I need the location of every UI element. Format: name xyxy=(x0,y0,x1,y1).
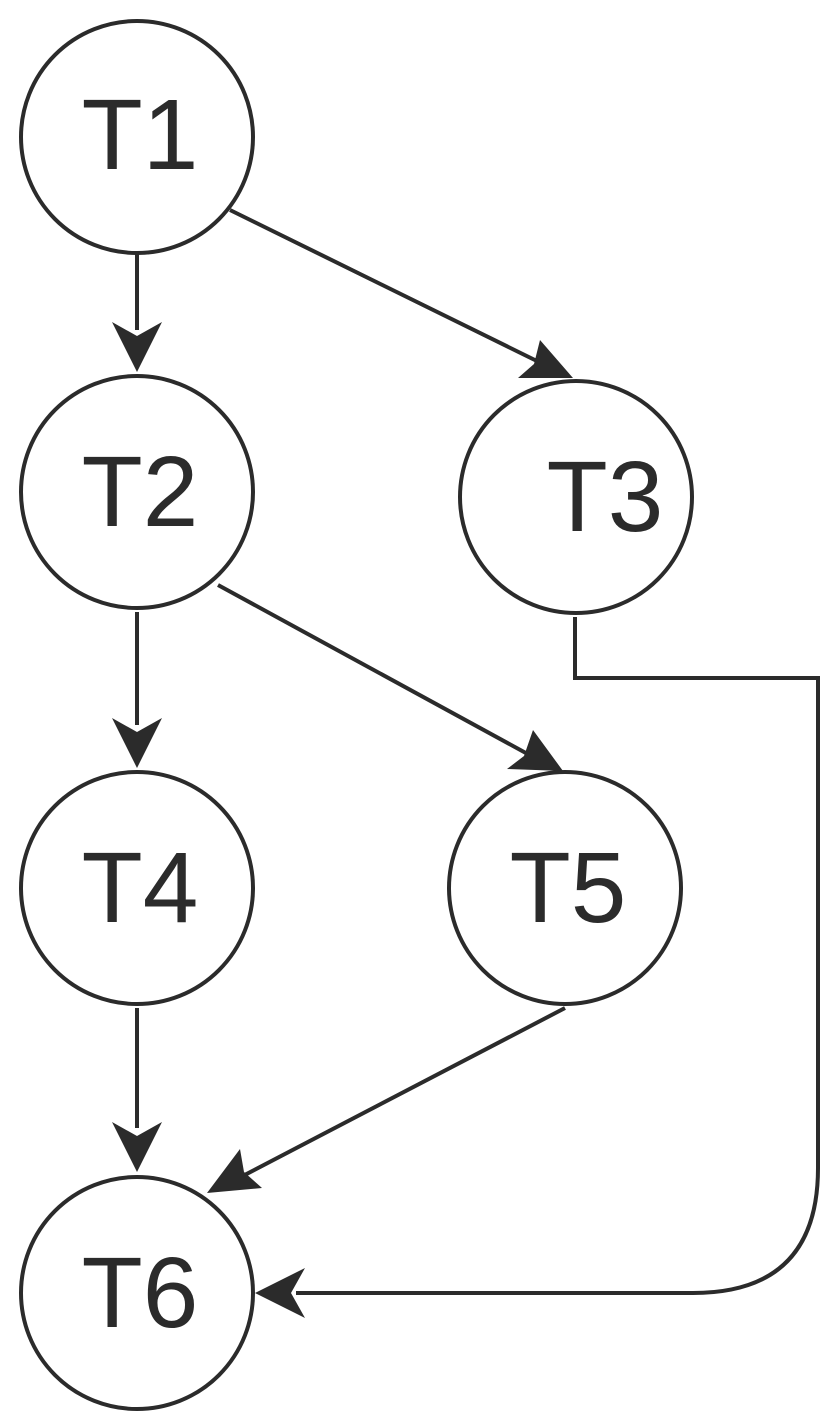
node-t6: T6 xyxy=(19,1175,255,1411)
arrow-head-t1-t2 xyxy=(112,322,162,372)
node-label-t1: T1 xyxy=(82,79,199,191)
node-label-t4: T4 xyxy=(82,832,199,944)
edges xyxy=(112,208,820,1318)
arrow-head-t4-t6 xyxy=(112,1122,162,1172)
node-t4: T4 xyxy=(19,770,255,1006)
edge-t2-t5 xyxy=(217,583,563,771)
edge-t5-t6 xyxy=(207,1006,566,1193)
arrow-head-t2-t4 xyxy=(112,718,162,768)
node-t1: T1 xyxy=(19,19,255,255)
node-label-t5: T5 xyxy=(510,832,627,944)
arrow-head-t3-t6 xyxy=(255,1268,305,1318)
nodes: T1 T2 T3 T4 T5 T6 xyxy=(19,19,694,1411)
node-label-t6: T6 xyxy=(82,1237,199,1349)
node-t3: T3 xyxy=(458,379,694,615)
node-circle-t1 xyxy=(19,19,255,255)
node-t2: T2 xyxy=(19,374,255,610)
arrow-head-t5-t6 xyxy=(207,1149,262,1193)
arrow-head-t2-t5 xyxy=(507,730,563,771)
arrow-head-t1-t3 xyxy=(518,340,573,378)
edge-t4-t6 xyxy=(112,1008,162,1172)
node-circle-t2 xyxy=(19,374,255,610)
node-circle-t6 xyxy=(19,1175,255,1411)
node-label-t3: T3 xyxy=(547,441,664,553)
node-circle-t5 xyxy=(447,770,683,1006)
node-circle-t4 xyxy=(19,770,255,1006)
node-t5: T5 xyxy=(447,770,683,1006)
node-label-t2: T2 xyxy=(82,436,199,548)
edge-t1-t2 xyxy=(112,253,162,372)
edge-t1-t3 xyxy=(229,208,573,378)
node-circle-t3 xyxy=(458,379,694,615)
edge-t2-t4 xyxy=(112,612,162,768)
edge-t3-t6 xyxy=(255,617,820,1318)
